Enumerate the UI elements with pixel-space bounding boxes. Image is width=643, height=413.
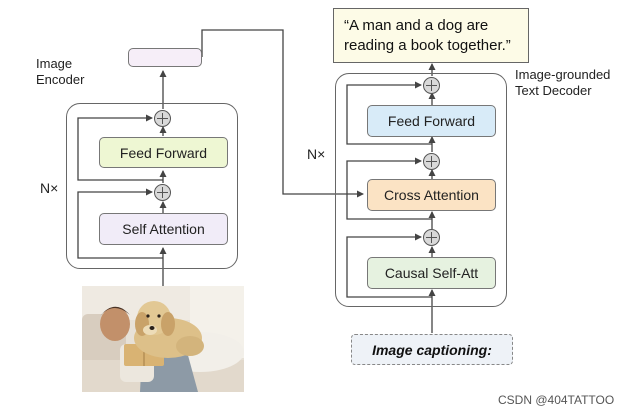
decoder-add-icon-middle bbox=[423, 153, 440, 170]
image-encoder-container bbox=[66, 103, 238, 269]
image-encoder-title-line2: Encoder bbox=[36, 72, 85, 87]
text-decoder-container bbox=[335, 73, 507, 307]
decoder-causal-self-att-block: Causal Self-Att bbox=[367, 257, 496, 289]
image-encoder-title: Image Encoder bbox=[36, 56, 84, 88]
task-prompt-box: Image captioning: bbox=[351, 334, 513, 365]
encoder-self-attention-block: Self Attention bbox=[99, 213, 228, 245]
decoder-add-icon-top bbox=[423, 77, 440, 94]
text-decoder-title-line1: Image-grounded bbox=[515, 67, 611, 82]
decoder-feed-forward-block: Feed Forward bbox=[367, 105, 496, 137]
photo-man-and-dog-reading-icon bbox=[82, 286, 244, 392]
output-caption-box: “A man and a dog are reading a book toge… bbox=[333, 8, 529, 63]
image-encoder-title-line1: Image bbox=[36, 56, 73, 71]
encoder-output-token bbox=[128, 48, 202, 67]
decoder-cross-attention-block: Cross Attention bbox=[367, 179, 496, 211]
decoder-add-icon-bottom bbox=[423, 229, 440, 246]
encoder-add-icon-top bbox=[154, 110, 171, 127]
encoder-feed-forward-block: Feed Forward bbox=[99, 137, 228, 168]
encoder-repeat-label: N× bbox=[40, 180, 59, 196]
watermark: CSDN @404TATTOO bbox=[498, 393, 615, 407]
encoder-add-icon-bottom bbox=[154, 184, 171, 201]
decoder-repeat-label: N× bbox=[307, 146, 326, 162]
text-decoder-title: Image-grounded Text Decoder bbox=[515, 67, 610, 99]
text-decoder-title-line2: Text Decoder bbox=[515, 83, 592, 98]
input-photo bbox=[82, 286, 244, 392]
